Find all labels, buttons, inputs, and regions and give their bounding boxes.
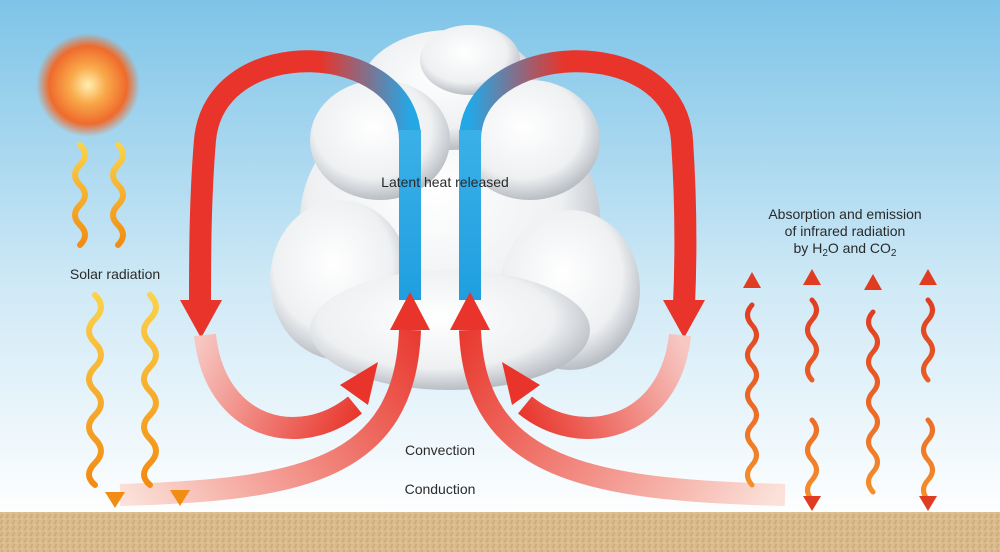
- infrared-radiation-arrows: [745, 297, 935, 503]
- right-lower-convection-arrow: [518, 333, 691, 439]
- ground-surface: [0, 512, 1000, 552]
- solar-radiation-label: Solar radiation: [69, 266, 161, 282]
- convection-label: Convection: [404, 442, 476, 458]
- latent-heat-label: Latent heat released: [381, 174, 509, 190]
- right-loop-arrowhead: [663, 300, 705, 338]
- absorption-mid: O and CO: [827, 239, 891, 256]
- right-updraft-blue: [459, 130, 481, 300]
- absorption-sub-2: 2: [890, 247, 897, 259]
- left-loop-arrowhead: [180, 300, 222, 338]
- absorption-sub-1: 2: [822, 247, 828, 259]
- ir-arrowhead-up-3: [864, 274, 882, 290]
- absorption-label: Absorption and emission of infrared radi…: [735, 206, 955, 260]
- left-convection-loop-arrow: [189, 50, 421, 306]
- solar-arrowhead-1: [105, 492, 125, 508]
- solar-radiation-arrows: [72, 142, 159, 488]
- right-conduction-arrowhead: [450, 292, 490, 330]
- ir-arrowhead-down-4: [919, 496, 937, 511]
- conduction-label: Conduction: [404, 481, 476, 497]
- solar-arrowhead-2: [170, 490, 190, 506]
- ir-arrowhead-up-1: [743, 272, 761, 288]
- right-conduction-arrow: [459, 329, 786, 506]
- left-lower-arrowhead: [340, 362, 378, 405]
- absorption-line-2: of infrared radiation: [784, 222, 906, 239]
- ir-arrowhead-up-4: [919, 269, 937, 285]
- ir-arrowhead-down-2: [803, 496, 821, 511]
- absorption-line-1: Absorption and emission: [768, 206, 922, 222]
- absorption-line-3: by H2O and CO2: [735, 240, 955, 260]
- right-convection-loop-arrow: [459, 50, 697, 306]
- left-conduction-arrowhead: [390, 292, 430, 330]
- absorption-prefix: by H: [793, 239, 823, 256]
- ir-arrowhead-up-2: [803, 269, 821, 285]
- left-lower-convection-arrow: [194, 333, 362, 439]
- right-lower-arrowhead: [502, 362, 540, 405]
- sun-icon: [36, 33, 140, 137]
- left-updraft-blue: [399, 130, 421, 300]
